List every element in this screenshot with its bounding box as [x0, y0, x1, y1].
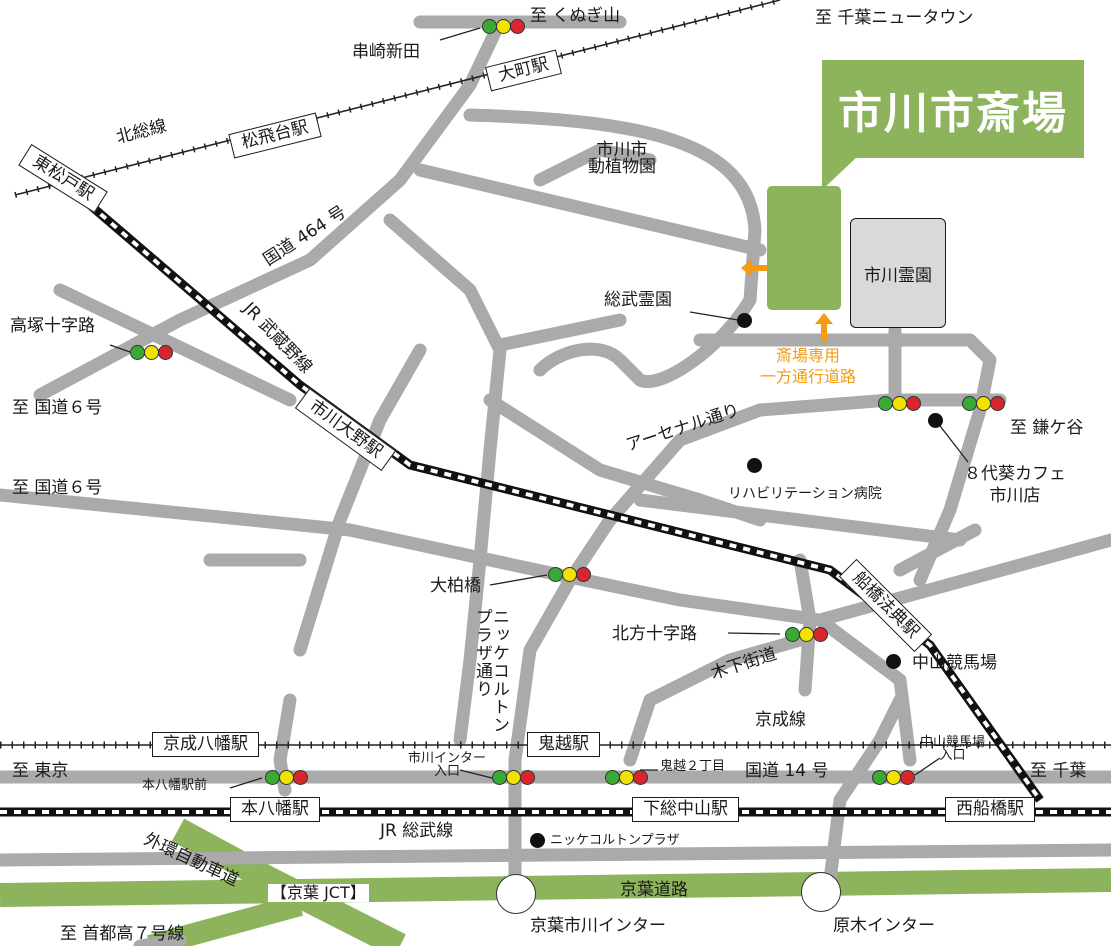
signal-lamp	[482, 19, 497, 34]
motoyawata-mae-label: 本八幡駅前	[142, 778, 208, 793]
signal-lamp	[506, 770, 521, 785]
station-motoyawata: 本八幡駅	[230, 797, 320, 822]
signal-lamp	[520, 770, 535, 785]
gaikan-road-line	[171, 818, 406, 946]
station-keisei-yawata: 京成八幡駅	[152, 732, 259, 757]
signal-lamp	[130, 345, 145, 360]
traffic-light-icon	[605, 770, 648, 785]
keiyo-ichikawa-ic-label: 京葉市川インター	[530, 916, 666, 936]
ichikawa-ic-iriguchi-label: 市川インター 入口	[408, 751, 487, 779]
dir-kunugiyama: 至 くぬぎ山	[530, 6, 621, 26]
roads	[0, 15, 1111, 946]
traffic-light-icon	[872, 770, 915, 785]
ichikawa-reien-block: 市川霊園	[850, 218, 946, 328]
dir-kamagaya: 至 鎌ケ谷	[1010, 418, 1084, 438]
signal-lamp	[976, 396, 991, 411]
signal-lamp	[496, 19, 511, 34]
signal-lamp	[144, 345, 159, 360]
saijo-venue-block	[767, 186, 841, 310]
traffic-light-icon	[878, 396, 921, 411]
signal-lamp	[799, 627, 814, 642]
landmark-dot-icon	[928, 413, 943, 428]
leader-lines	[109, 27, 969, 789]
signal-lamp	[990, 396, 1005, 411]
nikke-plaza-label: ニッケコルトンプラザ	[550, 833, 680, 848]
nakayama-keibajo-iriguchi-label: 中山競馬場 入口	[920, 735, 986, 763]
signal-lamp	[872, 770, 887, 785]
signal-lamp	[576, 567, 591, 582]
signal-lamp	[492, 770, 507, 785]
keiyo-road-line	[0, 868, 1111, 907]
road-nikke-dori-label: ニッケコルトン プラザ通り	[472, 608, 509, 734]
cafe-label: ８代葵カフェ 市川店	[964, 464, 1066, 507]
interchange-circle-icon	[496, 874, 536, 914]
traffic-light-icon	[785, 627, 828, 642]
onigoe2-label: 鬼越２丁目	[660, 759, 726, 774]
road-keiyo-label: 京葉道路	[620, 880, 688, 900]
signal-lamp	[892, 396, 907, 411]
signal-lamp	[605, 770, 620, 785]
signal-lamp	[906, 396, 921, 411]
dir-chiba: 至 千葉	[1030, 761, 1087, 781]
ogashiwa-label: 大柏橋	[430, 576, 481, 596]
station-nishifunabashi: 西船橋駅	[945, 797, 1035, 822]
landmark-dot-icon	[737, 313, 752, 328]
dir-route6-b: 至 国道６号	[12, 478, 103, 498]
keiyo-jct-label: 【京葉 JCT】	[268, 884, 369, 902]
signal-lamp	[619, 770, 634, 785]
signal-lamp	[962, 396, 977, 411]
signal-lamp	[785, 627, 800, 642]
station-onigoe: 鬼越駅	[527, 732, 600, 757]
oneway-road-label: 斎場専用 一方通行道路	[760, 346, 857, 386]
landmark-dot-icon	[747, 458, 762, 473]
road-route14-label: 国道 14 号	[745, 761, 829, 781]
dir-route6-a: 至 国道６号	[12, 398, 103, 418]
traffic-light-icon	[482, 19, 525, 34]
orange-arrow-icon	[815, 313, 833, 341]
takatsuka-label: 高塚十字路	[10, 316, 95, 336]
station-shimousa-nakayama: 下総中山駅	[632, 797, 739, 822]
signal-lamp	[265, 770, 280, 785]
map-title: 市川市斎場	[822, 60, 1084, 158]
kitakata-label: 北方十字路	[612, 624, 697, 644]
landmark-dot-icon	[530, 833, 545, 848]
traffic-light-icon	[548, 567, 591, 582]
signal-lamp	[279, 770, 294, 785]
signal-lamp	[900, 770, 915, 785]
signal-lamp	[510, 19, 525, 34]
traffic-light-icon	[962, 396, 1005, 411]
signal-lamp	[886, 770, 901, 785]
landmark-dot-icon	[886, 654, 901, 669]
line-sobu-label: JR 総武線	[380, 821, 454, 841]
dir-tokyo: 至 東京	[12, 761, 69, 781]
zoo-label: 市川市 動植物園	[588, 140, 656, 177]
title-pointer	[822, 156, 858, 190]
signal-lamp	[633, 770, 648, 785]
traffic-light-icon	[492, 770, 535, 785]
interchange-circle-icon	[801, 872, 841, 912]
line-keisei-label: 京成線	[755, 710, 806, 730]
racecourse-label: 中山競馬場	[912, 653, 997, 673]
signal-lamp	[158, 345, 173, 360]
dir-shutoko: 至 首都高７号線	[60, 924, 185, 944]
signal-lamp	[878, 396, 893, 411]
signal-lamp	[562, 567, 577, 582]
traffic-light-icon	[130, 345, 173, 360]
signal-lamp	[293, 770, 308, 785]
signal-lamp	[548, 567, 563, 582]
baraki-ic-label: 原木インター	[833, 916, 935, 936]
sobu-reien-label: 総武霊園	[604, 290, 672, 310]
signal-lamp	[813, 627, 828, 642]
kushizaki-label: 串崎新田	[352, 42, 420, 62]
dir-chiba-newtown: 至 千葉ニュータウン	[815, 8, 974, 28]
rehab-label: リハビリテーション病院	[728, 486, 882, 502]
traffic-light-icon	[265, 770, 308, 785]
